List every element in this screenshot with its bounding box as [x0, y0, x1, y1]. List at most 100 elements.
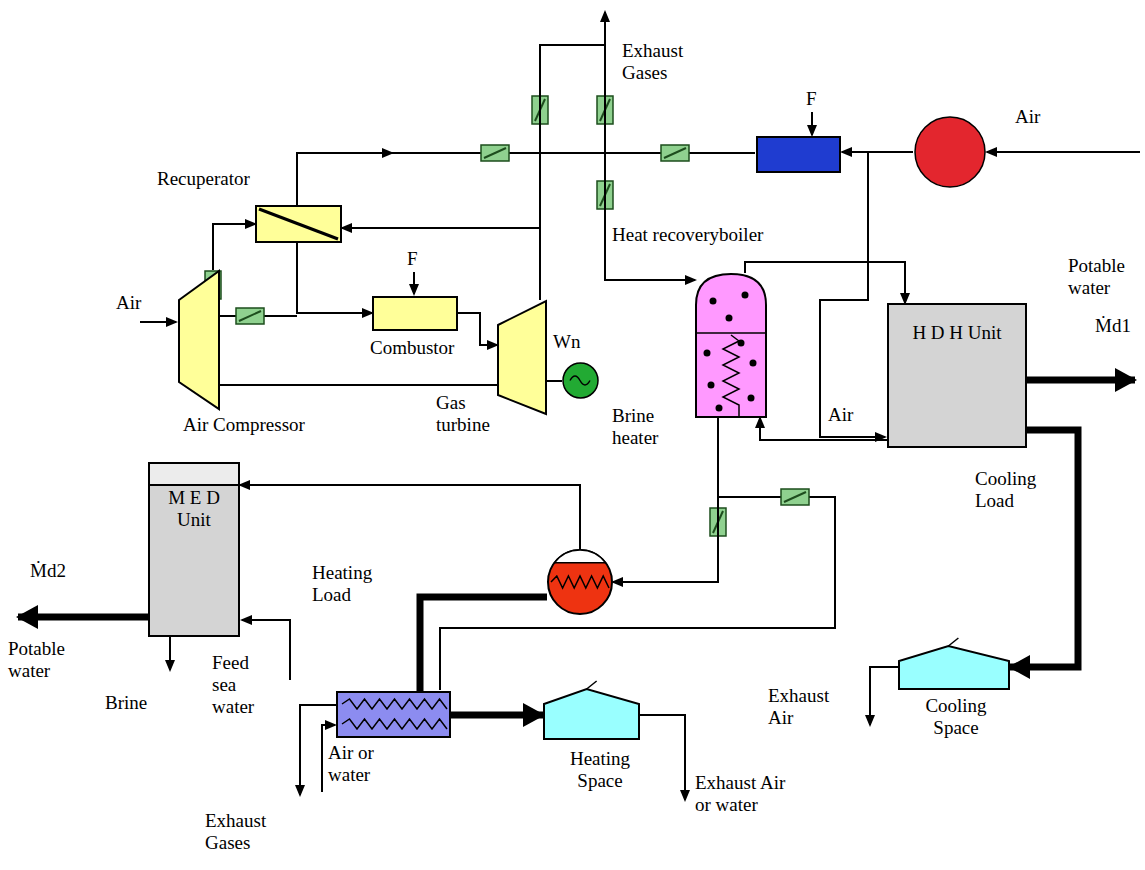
- drawing-part: [337, 692, 450, 737]
- shape-outline: [898, 645, 1010, 690]
- drawing-part: [149, 463, 239, 636]
- shape-outline: [178, 270, 220, 410]
- shape-outline: [255, 205, 342, 243]
- drawing-part: [18, 614, 148, 621]
- compressor: Air Compressor: [178, 270, 220, 410]
- drawing-part: [915, 117, 985, 187]
- gas-turbine: Gas turbine: [497, 300, 547, 415]
- component-name: Heating Space: [560, 748, 640, 792]
- drawing-part: [570, 376, 590, 385]
- drawing-part: [373, 297, 457, 330]
- drawing-part: [140, 321, 176, 323]
- drawing-part: [587, 681, 597, 689]
- flow-label: Exhaust Air or water: [695, 772, 787, 816]
- drawing-part: [899, 646, 1009, 689]
- drawing-part: [259, 209, 338, 239]
- drawing-part: [169, 637, 171, 670]
- shape-outline: [497, 300, 547, 415]
- pipe-connector: [745, 262, 905, 303]
- shape-outline: [543, 688, 640, 740]
- flow-label: Potable water: [1068, 255, 1143, 299]
- drawing-part: [811, 112, 813, 135]
- brine-heater: Brine heater: [547, 549, 613, 615]
- flow-label: Heating Load: [312, 562, 392, 606]
- generator: Wn: [562, 362, 599, 399]
- drawing-part: [18, 12, 1140, 800]
- component-name: Gas turbine: [436, 392, 496, 436]
- shape-outline: [695, 273, 767, 418]
- drawing-part: [820, 152, 885, 437]
- drawing-part: [750, 360, 757, 367]
- drawing-part: [742, 292, 749, 299]
- drawing-part: [548, 550, 612, 614]
- pipe-connector: [213, 224, 255, 270]
- component-name: M E D Unit: [154, 487, 234, 531]
- drawing-part: [256, 206, 341, 242]
- pipe-connector: [760, 418, 887, 440]
- shape-outline: [547, 549, 613, 615]
- shape-outline: [562, 362, 599, 399]
- drawing-part: [640, 715, 685, 800]
- flow-label: Air or water: [328, 742, 386, 786]
- valve-symbol: [481, 145, 509, 161]
- component-name: Recuperator: [157, 168, 250, 190]
- drawing-part: [748, 395, 755, 402]
- flow-label: Feed sea water: [212, 652, 267, 718]
- flow-label: F: [407, 248, 418, 270]
- drawing-part: [498, 301, 546, 414]
- flow-label: Exhaust Gases: [205, 810, 283, 854]
- flow-label: Ṁd1: [1095, 315, 1131, 337]
- flow-label: F: [806, 88, 817, 110]
- component-name: H D H Unit: [912, 322, 1002, 344]
- load-flow-arrow: [1010, 430, 1078, 667]
- valve-symbol: [781, 489, 809, 505]
- pipe-connector: [342, 228, 540, 300]
- drawing-part: [242, 620, 290, 680]
- drawing-part: [696, 274, 766, 417]
- pipe-connector: [540, 45, 695, 300]
- drawing-part: [551, 576, 609, 588]
- med-unit: M E D Unit: [148, 462, 240, 637]
- drawing-part: [757, 137, 840, 172]
- drawing-part: [842, 151, 913, 153]
- drawing-part: [704, 350, 711, 357]
- flow-label: Air: [116, 292, 141, 314]
- component-name: Heat recoveryboiler: [612, 224, 763, 246]
- pipe-connector: [458, 313, 497, 345]
- drawing-part: [563, 363, 598, 398]
- drawing-part: [696, 332, 766, 334]
- valve-symbol: [661, 145, 689, 161]
- drawing-part: [554, 550, 605, 563]
- drawing-part: [723, 335, 739, 417]
- recuperator: Recuperator: [255, 205, 342, 243]
- valve-symbol: [784, 492, 806, 502]
- component-name: Brine heater: [612, 405, 674, 449]
- valve-symbol: [664, 148, 686, 158]
- flow-label: Air: [828, 404, 853, 426]
- flow-label: Brine: [105, 692, 147, 714]
- drawing-part: [710, 298, 717, 305]
- drawing-part: [413, 272, 415, 294]
- drawing-part: [738, 340, 745, 347]
- heat-recovery-boiler: Heat recoveryboiler: [695, 273, 767, 418]
- drawing-part: [544, 689, 639, 739]
- drawing-part: [726, 315, 733, 322]
- component-name: Air Compressor: [183, 414, 305, 436]
- valve-symbol: [239, 311, 261, 321]
- pipe-connector: [547, 380, 562, 382]
- drawing-part: [987, 151, 1140, 153]
- pipe-connector: [240, 485, 580, 549]
- flow-label: Exhaust Air: [768, 685, 838, 729]
- component-name: Cooling Space: [915, 695, 997, 739]
- drawing-part: [888, 304, 1026, 447]
- drawing-part: [375, 152, 392, 154]
- drawing-part: [1027, 377, 1135, 384]
- flow-label: Exhaust Gases: [622, 40, 702, 84]
- cooling-space: Cooling Space: [898, 645, 1010, 690]
- flow-label: Air: [1015, 106, 1040, 128]
- hdh-unit: H D H Unit: [887, 303, 1027, 448]
- combustor: Combustor: [372, 296, 458, 331]
- drawing-part: [604, 12, 606, 45]
- flow-label: Ṁd2: [30, 560, 66, 582]
